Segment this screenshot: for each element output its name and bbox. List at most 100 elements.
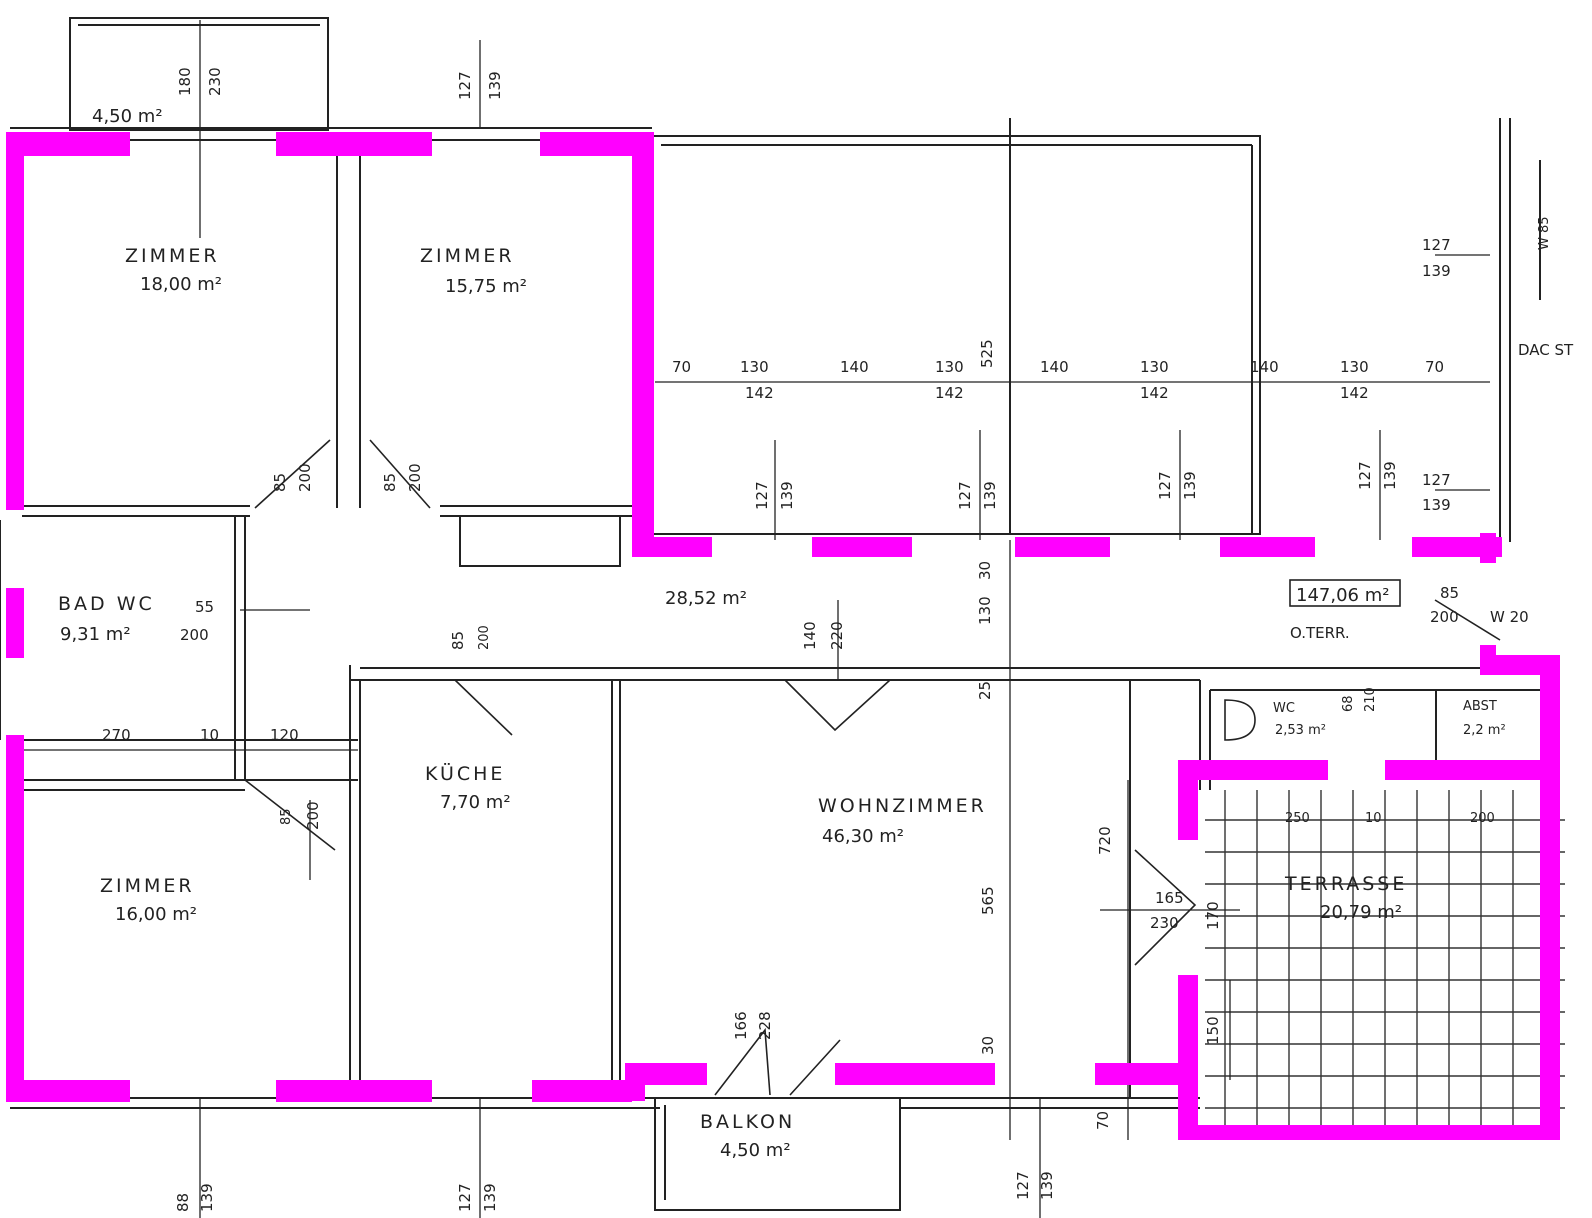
room-area-oterr: 147,06 m²: [1296, 585, 1389, 606]
dim-85-d: 85: [279, 808, 294, 825]
room-name-oterr: O.TERR.: [1290, 624, 1350, 642]
dim-130b: 130: [935, 358, 964, 376]
dim-250: 250: [1285, 811, 1310, 826]
dim-127-bot3: 127: [1014, 1171, 1032, 1200]
room-area-zimmer-n: 15,75 m²: [445, 276, 527, 297]
dim-140-door: 140: [801, 621, 819, 650]
dim-127-b: 127: [956, 481, 974, 510]
dim-139-bot2: 139: [481, 1183, 499, 1212]
dim-127-bot2: 127: [456, 1183, 474, 1212]
dim-200-bad: 200: [180, 626, 209, 644]
dim-127-a: 127: [753, 481, 771, 510]
dim-139-bot3: 139: [1038, 1171, 1056, 1200]
dim-180-top: 180: [176, 67, 194, 96]
dim-200-d: 200: [304, 801, 322, 830]
room-area-terrasse: 20,79 m²: [1320, 902, 1402, 923]
room-name-wc: WC: [1273, 701, 1295, 716]
dim-166: 166: [732, 1011, 750, 1040]
dim-85-w: 85: [1440, 584, 1459, 602]
dim-200-a: 200: [296, 463, 314, 492]
dim-10-t: 10: [1365, 811, 1382, 826]
dim-w20: W 20: [1490, 608, 1529, 626]
dim-127-d: 127: [1356, 461, 1374, 490]
dim-270: 270: [102, 726, 131, 744]
room-area-abst: 2,2 m²: [1463, 723, 1506, 738]
dim-25: 25: [976, 681, 994, 700]
dim-210: 210: [1363, 687, 1378, 712]
dim-130c: 130: [1140, 358, 1169, 376]
room-area-zimmer-sw: 16,00 m²: [115, 904, 197, 925]
dim-142b: 142: [935, 384, 964, 402]
oterr-area-box: [1289, 579, 1401, 607]
dim-70a: 70: [672, 358, 691, 376]
dim-142c: 142: [1140, 384, 1169, 402]
dim-230-top: 230: [206, 67, 224, 96]
dim-565: 565: [979, 886, 997, 915]
room-name-abst: ABST: [1463, 699, 1497, 714]
room-area-wohnzimmer: 46,30 m²: [822, 826, 904, 847]
dim-720: 720: [1096, 826, 1114, 855]
dim-142d: 142: [1340, 384, 1369, 402]
dim-120: 120: [270, 726, 299, 744]
dim-127-r1: 127: [1422, 236, 1451, 254]
dim-165: 165: [1155, 889, 1184, 907]
dim-142a: 142: [745, 384, 774, 402]
door-swings: [244, 439, 1501, 1096]
room-area-kueche: 7,70 m²: [440, 792, 511, 813]
dim-200-b: 200: [406, 463, 424, 492]
dim-70b: 70: [1425, 358, 1444, 376]
room-name-zimmer-n: ZIMMER: [420, 245, 515, 267]
dim-170: 170: [1204, 901, 1222, 930]
dim-85-a: 85: [271, 473, 289, 492]
dim-200-t: 200: [1470, 811, 1495, 826]
dim-127-r2: 127: [1422, 471, 1451, 489]
room-name-zimmer-nw: ZIMMER: [125, 245, 220, 267]
room-area-balkon-top: 4,50 m²: [92, 106, 163, 127]
dim-139-r1: 139: [1422, 262, 1451, 280]
dim-139-top: 139: [486, 71, 504, 100]
room-area-zimmer-nw: 18,00 m²: [140, 274, 222, 295]
dim-140c: 140: [1250, 358, 1279, 376]
dim-525: 525: [978, 339, 996, 368]
room-name-kueche: KÜCHE: [425, 762, 505, 785]
dim-139-b: 139: [981, 481, 999, 510]
room-area-flur: 28,52 m²: [665, 588, 747, 609]
dim-85-c: 85: [449, 631, 467, 650]
room-area-bad-wc: 9,31 m²: [60, 624, 131, 645]
dim-139-bot1: 139: [198, 1183, 216, 1212]
room-name-dach: DAC ST: [1518, 341, 1574, 359]
dim-139-r2: 139: [1422, 496, 1451, 514]
dim-10: 10: [200, 726, 219, 744]
dim-70-bot: 70: [1094, 1111, 1112, 1130]
dim-200-w: 200: [1430, 608, 1459, 626]
dim-139-a: 139: [778, 481, 796, 510]
room-name-balkon: BALKON: [700, 1111, 795, 1133]
room-name-bad-wc: BAD WC: [58, 593, 155, 615]
room-area-balkon: 4,50 m²: [720, 1140, 791, 1161]
exterior-walls: [6, 132, 1560, 1140]
dim-228: 228: [756, 1011, 774, 1040]
dimension-lines: [15, 20, 1490, 1218]
dim-88-bot: 88: [174, 1193, 192, 1212]
dim-139-c: 139: [1181, 471, 1199, 500]
dim-150: 150: [1204, 1016, 1222, 1045]
room-area-wc: 2,53 m²: [1275, 723, 1326, 738]
dim-85-b: 85: [381, 473, 399, 492]
dim-30-flur: 30: [976, 561, 994, 580]
dim-w85: W 85: [1537, 216, 1552, 250]
dim-127-top: 127: [456, 71, 474, 100]
room-name-zimmer-sw: ZIMMER: [100, 875, 195, 897]
dim-55: 55: [195, 598, 214, 616]
dimension-labels: 127 139 180 230 70 130 142 140 130 142 5…: [102, 67, 1552, 1212]
dim-130d: 130: [1340, 358, 1369, 376]
dim-140a: 140: [840, 358, 869, 376]
dim-30-w: 30: [979, 1036, 997, 1055]
dim-130-flur: 130: [976, 596, 994, 625]
dim-140b: 140: [1040, 358, 1069, 376]
dim-139-d: 139: [1381, 461, 1399, 490]
room-name-wohnzimmer: WOHNZIMMER: [818, 795, 987, 817]
dim-68: 68: [1341, 695, 1356, 712]
dim-220-door: 220: [828, 621, 846, 650]
dim-230-w: 230: [1150, 914, 1179, 932]
